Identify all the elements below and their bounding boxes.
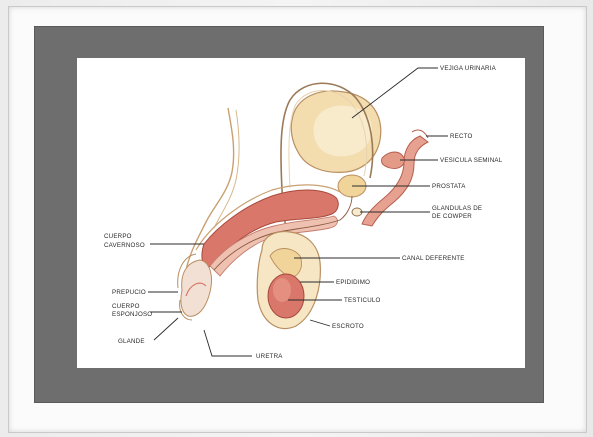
label-cuerpo-cav-2: CAVERNOSO (104, 242, 145, 249)
leader-uretra (204, 330, 252, 356)
label-epididimo: EPIDIDIMO (336, 279, 370, 286)
label-cuerpo-esp-1: CUERPO (112, 303, 140, 310)
leader-escroto (310, 320, 330, 326)
label-vejiga: VEJIGA URINARIA (440, 65, 497, 72)
label-escroto: ESCROTO (332, 323, 364, 330)
testicle-highlight (273, 278, 291, 302)
label-cuerpo-esp-2: ESPONJOSO (112, 311, 152, 318)
label-uretra: URETRA (256, 353, 283, 360)
label-recto: RECTO (450, 133, 473, 140)
label-testiculo: TESTICULO (344, 297, 381, 304)
label-glandulas-1: GLANDULAS DE (432, 205, 482, 212)
leader-glande (154, 318, 178, 340)
bladder-inner (314, 106, 373, 157)
label-vesicula: VESICULA SEMINAL (440, 157, 503, 164)
label-canal: CANAL DEFERENTE (402, 255, 465, 262)
abdomen-wall-outline (214, 110, 239, 228)
label-prepucio: PREPUCIO (112, 289, 146, 296)
label-prostata: PROSTATA (432, 183, 466, 190)
glans (181, 260, 212, 316)
label-glande: GLANDE (118, 338, 145, 345)
label-cuerpo-cav-1: CUERPO (104, 233, 132, 240)
label-glandulas-2: DE COWPER (432, 213, 472, 220)
